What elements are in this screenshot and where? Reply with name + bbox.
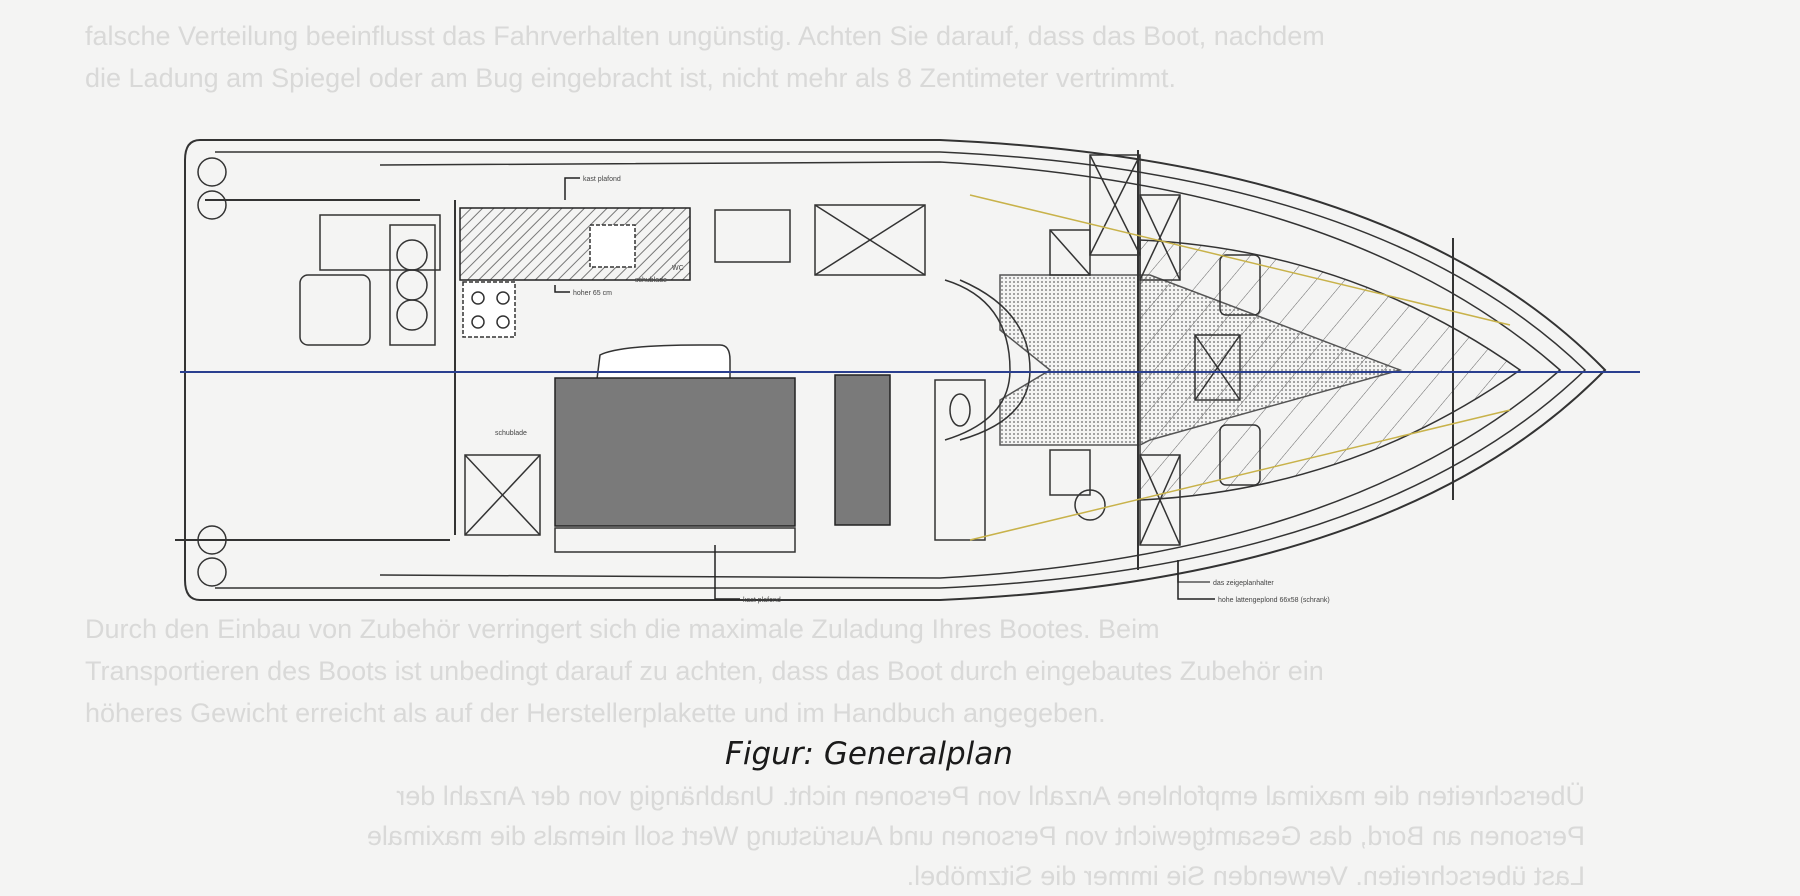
dinette-seat (554, 377, 796, 527)
label: schublade (495, 430, 527, 437)
label: kast plafond (743, 597, 781, 604)
figure-caption: Figur: Generalplan (725, 736, 1013, 772)
head-compartment (934, 379, 986, 541)
cooktop (462, 281, 516, 338)
showthrough-top: falsche Verteilung beeinflusst das Fahrv… (85, 15, 1325, 99)
fender (197, 157, 227, 187)
showthrough-line: Transportieren des Boots ist unbedingt d… (85, 656, 1324, 686)
label: hohe lattengeplond 66x58 (schrank) (1218, 597, 1330, 604)
loadline (969, 409, 1511, 541)
storage-boxes (1049, 154, 1261, 546)
label: WC (672, 265, 684, 272)
showthrough-bottom: Durch den Einbau von Zubehör verringert … (85, 608, 1324, 734)
hull-inner (215, 151, 1587, 589)
bow-dotted-floor (999, 274, 1403, 446)
showthrough-line: falsche Verteilung beeinflusst das Fahrv… (85, 21, 1325, 51)
showthrough-line: Durch den Einbau von Zubehör verringert … (85, 614, 1160, 644)
loadline (969, 194, 1511, 326)
hull-outer (184, 139, 1607, 601)
galley-counter (459, 207, 691, 281)
label: hoher 65 cm (573, 290, 612, 297)
label: schublade (635, 277, 667, 284)
showthrough-line: höheres Gewicht erreicht als auf der Her… (85, 698, 1106, 728)
deck-line (379, 161, 1562, 579)
label: das zeigeplanhalter (1213, 580, 1274, 587)
label: kast plafond (583, 176, 621, 183)
showthrough-line: die Ladung am Spiegel oder am Bug eingeb… (85, 63, 1177, 93)
